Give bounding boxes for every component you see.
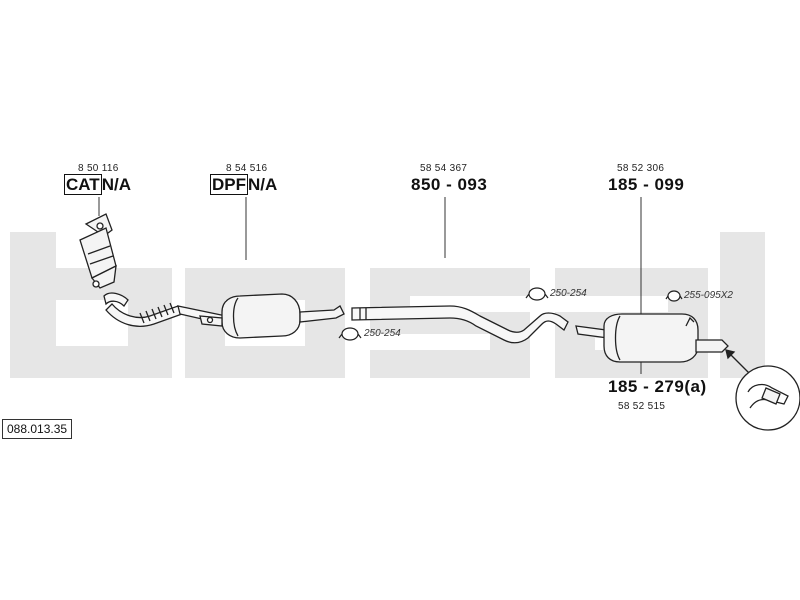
clamp-icon-rear	[665, 290, 683, 302]
detail-callout	[725, 349, 800, 431]
clamp-icon-upper	[525, 287, 549, 301]
middle-pipe[interactable]	[351, 305, 569, 344]
clamp-lower-label[interactable]: 250-254	[364, 328, 401, 339]
rear-pipe-oe-number: 58 52 306	[617, 163, 665, 174]
cat-part-number: N/A	[101, 175, 131, 194]
clamp-icon-lower	[338, 327, 362, 341]
diagram-code: 088.013.35	[2, 419, 73, 439]
cat-oe-number: 8 50 116	[78, 163, 119, 174]
clamp-upper-label[interactable]: 250-254	[550, 288, 587, 299]
middle-pipe-oe-number: 58 54 367	[420, 163, 468, 174]
rear-silencer-oe-number: 58 52 515	[618, 401, 666, 412]
clamp-rear-label[interactable]: 255-095X2	[684, 290, 733, 301]
rear-pipe-part-number[interactable]: 185 - 099	[608, 175, 685, 194]
dpf-tag: DPF	[210, 174, 248, 195]
middle-pipe-part-number[interactable]: 850 - 093	[411, 175, 488, 194]
rear-silencer[interactable]	[575, 313, 729, 363]
cat-tag: CAT	[64, 174, 102, 195]
dpf-oe-number: 8 54 516	[226, 163, 268, 174]
dpf-unit[interactable]	[199, 293, 345, 339]
rear-silencer-part-number[interactable]: 185 - 279(a)	[608, 377, 707, 396]
catalytic-converter[interactable]	[79, 213, 117, 289]
dpf-part-number: N/A	[248, 175, 278, 194]
